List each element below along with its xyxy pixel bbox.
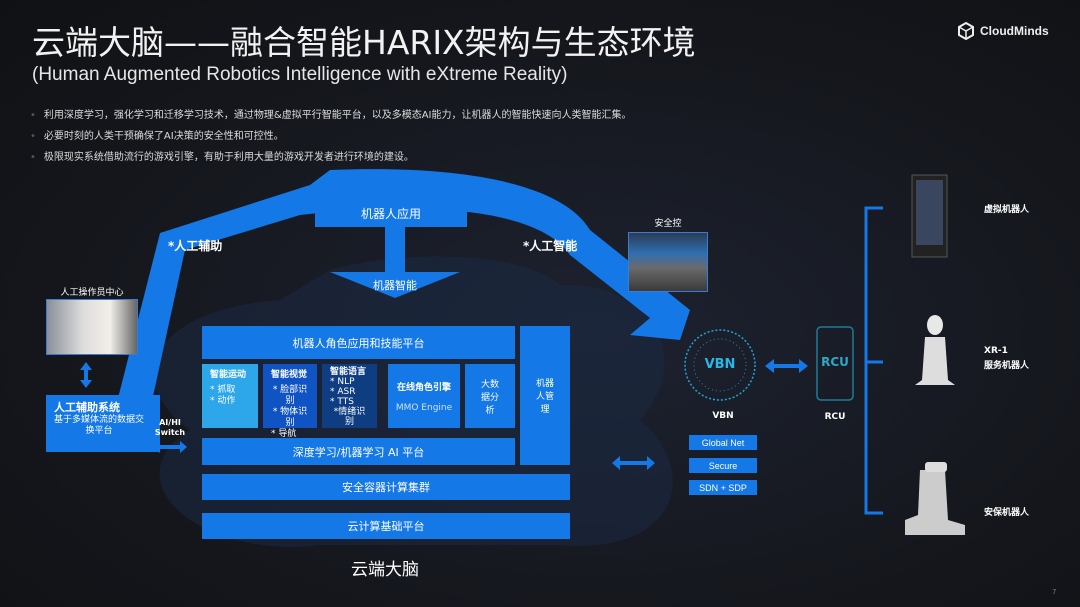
module-item: * 物体识别 <box>272 407 308 428</box>
module-title: 智能运动 <box>210 370 247 380</box>
big-flow-arrow <box>115 169 690 410</box>
module-language: 智能语言 * NLP * ASR * TTS *情绪识别 <box>322 364 377 428</box>
logo-text: CloudMinds <box>980 24 1049 38</box>
cloud-brain-label: 云端大脑 <box>351 560 419 580</box>
page-number: 7 <box>1052 588 1057 596</box>
module-item: *情绪识别 <box>333 407 366 427</box>
robot-security-label: 安保机器人 <box>984 508 1030 518</box>
module-item: * NLP <box>330 377 355 387</box>
operator-center-label: 人工操作员中心 <box>60 288 124 298</box>
rcu-phone-icon <box>816 326 854 401</box>
global-net-box: Global Net <box>689 435 757 450</box>
xr1-robot-image <box>927 315 943 335</box>
net-arrow <box>612 456 655 470</box>
role-engine-title: 在线角色引擎 <box>396 382 451 393</box>
assist-system-desc: 基于多媒体流的数据交换平台 <box>54 415 145 436</box>
operator-photo <box>46 299 138 355</box>
robot-app-box: 机器人应用 <box>315 200 467 227</box>
ai-platform-box: 深度学习/机器学习 AI 平台 <box>202 438 515 465</box>
mmo-engine-label: MMO Engine <box>395 402 453 413</box>
ai-label: *人工智能 <box>523 239 578 253</box>
vertical-double-arrow <box>80 362 92 388</box>
rcu-text: RCU <box>821 355 849 369</box>
robot-xr1-label: XR-1 <box>984 346 1008 356</box>
cube-icon <box>958 22 974 40</box>
human-assist-label: *人工辅助 <box>168 239 223 253</box>
slide-subtitle: (Human Augmented Robotics Intelligence w… <box>32 64 568 85</box>
module-item: * ASR <box>330 387 356 397</box>
robot-xr1-desc: 服务机器人 <box>984 361 1030 371</box>
slide-title: 云端大脑——融合智能HARIX架构与生态环境 <box>32 23 696 62</box>
security-control-label: 安全控 <box>654 219 682 229</box>
rcu-label: RCU <box>824 412 846 422</box>
module-item: * 脸部识别 <box>272 385 308 406</box>
role-engine-box: 在线角色引擎 MMO Engine <box>388 364 460 428</box>
vbn-text: VBN <box>704 357 736 372</box>
cloud-base-box: 云计算基础平台 <box>202 513 570 539</box>
security-control-photo <box>628 232 708 292</box>
module-title: 智能语言 <box>330 367 367 377</box>
sdn-sdp-box: SDN + SDP <box>689 480 757 495</box>
robot-bracket <box>864 206 883 515</box>
vbn-rcu-arrow <box>765 359 808 373</box>
ai-hi-switch-label: AI/HI Switch <box>154 418 186 437</box>
vbn-globe-icon <box>684 329 756 401</box>
module-motion: 智能运动 * 抓取 * 动作 <box>202 364 258 428</box>
robot-intel-label: 机器智能 <box>373 279 417 292</box>
bullet-1: 利用深度学习，强化学习和迁移学习技术，通过物理&虚拟平行智能平台，以及多模态AI… <box>30 106 632 121</box>
bullet-3: 极限现实系统借助流行的游戏引擎，有助于利用大量的游戏开发者进行环境的建设。 <box>30 148 414 163</box>
bullet-2: 必要时刻的人类干预确保了AI决策的安全性和可控性。 <box>30 127 284 142</box>
assist-system-box: 人工辅助系统 基于多媒体流的数据交换平台 <box>46 395 160 452</box>
cloudminds-logo: CloudMinds <box>957 22 1049 40</box>
switch-arrow <box>153 441 187 453</box>
vbn-label: VBN <box>712 411 734 421</box>
module-item: * TTS <box>330 397 354 407</box>
secure-box: Secure <box>689 458 757 473</box>
module-item: * 动作 <box>210 396 236 406</box>
platform-box: 机器人角色应用和技能平台 <box>202 326 515 359</box>
module-title: 智能视觉 <box>271 370 308 380</box>
module-item: * 导航 <box>271 429 297 439</box>
assist-system-title: 人工辅助系统 <box>54 401 120 414</box>
robot-mgmt-box: 机器人管理 <box>520 326 570 465</box>
bigdata-box: 大数据分析 <box>465 364 515 428</box>
security-robot-image <box>905 470 965 535</box>
module-item: * 抓取 <box>210 385 236 395</box>
robot-virtual-label: 虚拟机器人 <box>984 205 1030 215</box>
module-vision: 智能视觉 * 脸部识别 * 物体识别 * 导航 <box>263 364 317 439</box>
down-arrow <box>330 227 460 298</box>
container-box: 安全容器计算集群 <box>202 474 570 500</box>
